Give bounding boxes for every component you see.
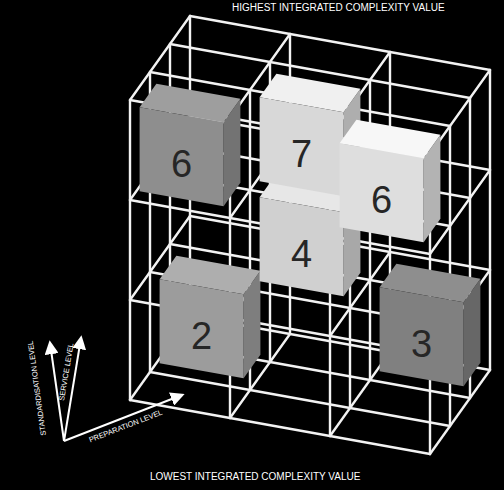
shaded-cube: [160, 256, 261, 379]
callout-number: 4: [291, 235, 312, 273]
cube-front-face: [260, 97, 344, 196]
cube-number-box: 2: [160, 294, 244, 378]
shaded-cube: [340, 120, 441, 243]
callout-number: 3: [411, 325, 432, 363]
preparation-axis: [64, 395, 182, 441]
axis-label: SERVICE LEVEL: [58, 343, 76, 402]
cube-front-face: [140, 107, 224, 206]
bottom-caption: LOWEST INTEGRATED COMPLEXITY VALUE: [150, 471, 360, 482]
cube-front-face: [340, 143, 424, 242]
cube-number-box: 6: [140, 122, 224, 206]
cube-front-face: [260, 197, 344, 296]
grid-line: [489, 70, 491, 370]
cube-front-face: [160, 279, 244, 378]
cube-number-box: 7: [260, 112, 344, 196]
shaded-cube: [140, 84, 241, 207]
top-caption: HIGHEST INTEGRATED COMPLEXITY VALUE: [232, 2, 445, 13]
shaded-cube: [380, 264, 481, 387]
cube-number-box: 6: [340, 158, 424, 242]
grid-line: [150, 372, 450, 426]
axis-label: STANDARDISATION LEVEL: [27, 340, 48, 436]
grid-line: [129, 100, 131, 400]
cube-number-box: 3: [380, 302, 464, 386]
cube-number-box: 4: [260, 212, 344, 296]
callout-number: 6: [171, 145, 192, 183]
grid-line: [190, 16, 490, 70]
callout-number: 6: [371, 181, 392, 219]
callout-number: 2: [191, 317, 212, 355]
grid-line: [130, 400, 430, 454]
shaded-cubes: [140, 74, 481, 387]
callout-number: 7: [291, 135, 312, 173]
cube-front-face: [380, 287, 464, 386]
wireframe-grid: [130, 16, 490, 454]
